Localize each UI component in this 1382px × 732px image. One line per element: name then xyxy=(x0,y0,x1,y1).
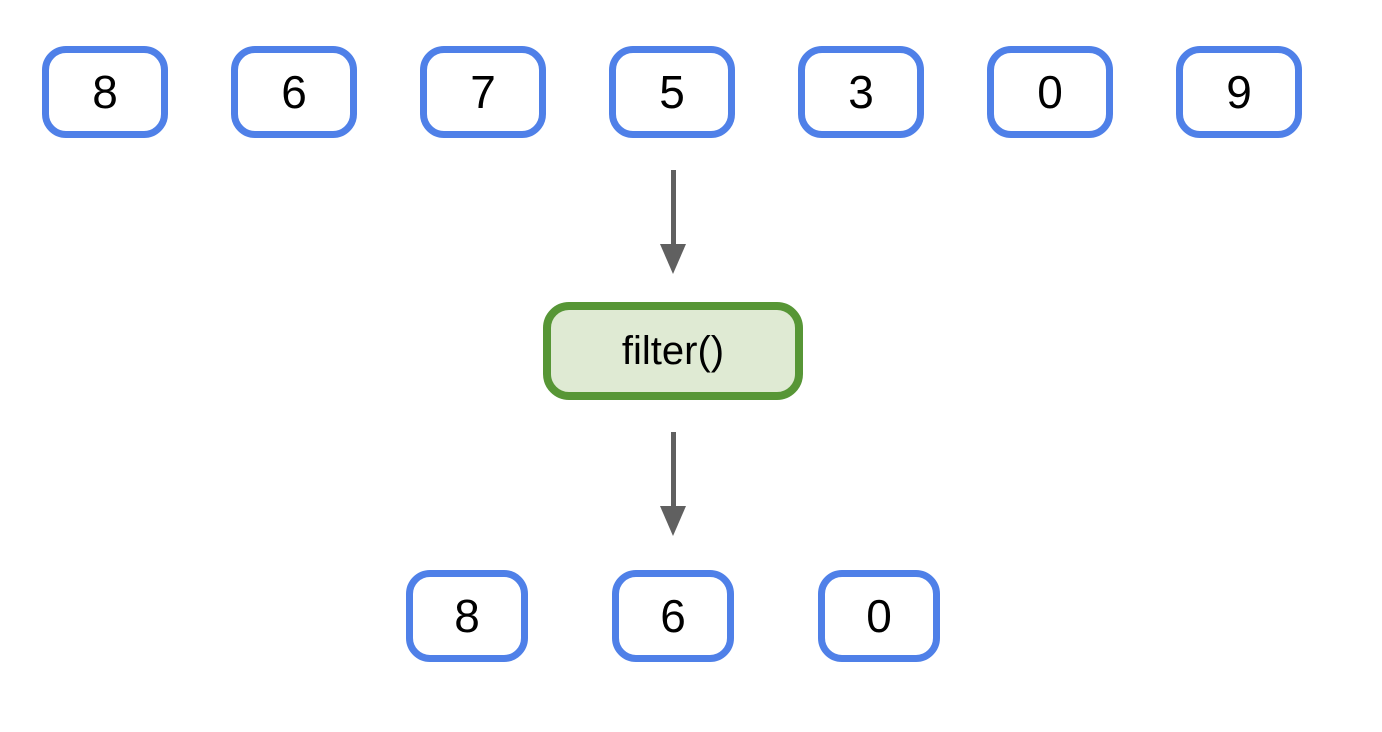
input-box: 9 xyxy=(1176,46,1302,138)
input-value: 7 xyxy=(470,66,496,118)
arrow-shaft xyxy=(670,170,676,244)
output-value: 0 xyxy=(866,590,892,642)
input-box: 0 xyxy=(987,46,1113,138)
output-box: 6 xyxy=(612,570,734,662)
input-value: 8 xyxy=(92,66,118,118)
filter-function-label: filter() xyxy=(621,329,725,373)
input-value: 3 xyxy=(848,66,874,118)
input-box: 7 xyxy=(420,46,546,138)
arrow-head xyxy=(660,506,686,536)
input-box: 5 xyxy=(609,46,735,138)
filter-function-box: filter() xyxy=(543,302,803,400)
input-value: 9 xyxy=(1226,66,1252,118)
input-value: 6 xyxy=(281,66,307,118)
input-box: 3 xyxy=(798,46,924,138)
output-box: 0 xyxy=(818,570,940,662)
input-value: 0 xyxy=(1037,66,1063,118)
output-value: 8 xyxy=(454,590,480,642)
arrow-down-icon xyxy=(660,170,686,274)
arrow-head xyxy=(660,244,686,274)
input-box: 6 xyxy=(231,46,357,138)
arrow-shaft xyxy=(670,432,676,506)
output-value: 6 xyxy=(660,590,686,642)
output-box: 8 xyxy=(406,570,528,662)
output-row: 8 6 0 xyxy=(406,570,940,662)
arrow-down-icon xyxy=(660,432,686,536)
input-value: 5 xyxy=(659,66,685,118)
input-box: 8 xyxy=(42,46,168,138)
input-row: 8 6 7 5 3 0 9 xyxy=(42,46,1302,138)
